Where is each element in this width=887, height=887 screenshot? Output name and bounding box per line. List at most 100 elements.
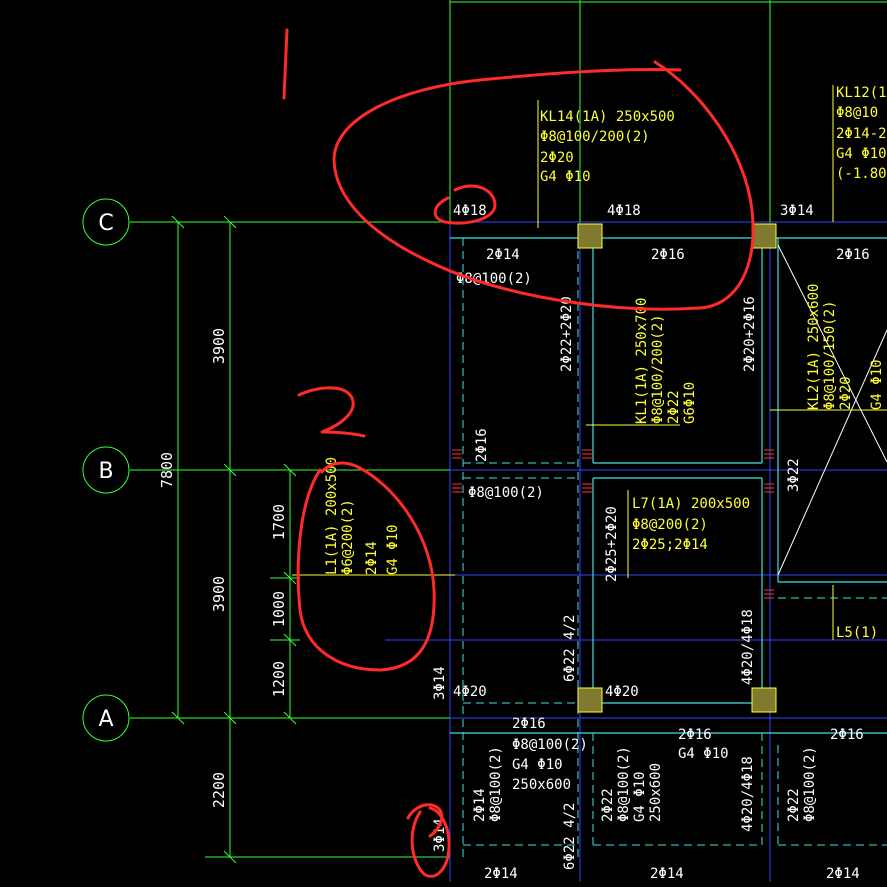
rebar-3f14-bottom: 3Φ14	[432, 818, 448, 852]
kl1-line-3: 2Φ22	[666, 390, 682, 424]
rebar-3f14-vertical: 3Φ14	[432, 666, 448, 700]
rebar-2f16-b: 2Φ16	[836, 247, 870, 263]
tick-bay-b	[223, 463, 237, 477]
rebar-2f16-d: 2Φ16	[678, 727, 712, 743]
rebar-3f14-top: 3Φ14	[780, 203, 814, 219]
tick-bay-bottom	[223, 850, 237, 864]
rebar-6f22: 6Φ22 4/2	[562, 615, 578, 682]
markup-ellipse-bottom	[410, 806, 451, 878]
rebar-v-g4f10: G4 Φ10	[632, 771, 648, 822]
markup-ellipse-top	[332, 60, 755, 311]
kl2-line-2: Φ8@100/150(2)	[822, 300, 838, 410]
rebar-f8-100-b: Φ8@100(2)	[468, 485, 544, 501]
axis-bubble-b	[82, 446, 130, 494]
rebar-v-f8-100-c: Φ8@100(2)	[802, 746, 818, 822]
red-markup	[282, 28, 755, 878]
beam-l7-label: L7(1A) 200x500 Φ8@200(2) 2Φ25;2Φ14	[632, 496, 750, 553]
kl1-line-2: Φ8@100/200(2)	[650, 314, 666, 424]
markup-number-3	[406, 803, 444, 838]
column-a2	[577, 687, 603, 713]
dim-bay-cb: 3900	[210, 328, 228, 364]
rebar-g4f10-a: G4 Φ10	[512, 757, 563, 773]
tick-seg-bottom	[283, 711, 297, 725]
kl14-line-1: KL14(1A) 250x500	[540, 109, 675, 125]
rebar-v-4f20-4f18: 4Φ20/4Φ18	[740, 756, 756, 832]
kl12-line-1: KL12(1)	[836, 85, 887, 101]
leader-lines	[292, 85, 887, 640]
axis-label-c: C	[98, 211, 113, 236]
column-c2	[577, 223, 603, 249]
rebar-2f25-2f20: 2Φ25+2Φ20	[604, 506, 620, 582]
rebar-v-2f22-a: 2Φ22	[600, 788, 616, 822]
kl1-line-4: G6Φ10	[682, 382, 698, 424]
rebar-v-f8-100-a: Φ8@100(2)	[488, 746, 504, 822]
rebar-3f22: 3Φ22	[786, 458, 802, 492]
void-diag-2	[777, 329, 887, 576]
kl12-line-3: 2Φ14-2	[836, 126, 887, 142]
kl2-line-4: G4 Φ10	[869, 359, 885, 410]
beam-kl2-label: KL2(1A) 250x600 Φ8@100/150(2) 2Φ20 G4 Φ1…	[806, 284, 885, 410]
rebar-2f16-a: 2Φ16	[651, 247, 685, 263]
rebar-2f14-d: 2Φ14	[826, 866, 860, 882]
kl14-line-3: 2Φ20	[540, 150, 574, 166]
tick-total-top	[171, 215, 185, 229]
kl14-line-4: G4 Φ10	[540, 169, 591, 185]
columns	[577, 223, 777, 713]
tick-seg-2	[283, 633, 297, 647]
dim-seg-1: 1700	[270, 504, 288, 540]
kl12-line-4: G4 Φ10	[836, 146, 887, 162]
l7-line-3: 2Φ25;2Φ14	[632, 537, 708, 553]
kl2-line-1: KL2(1A) 250x600	[806, 284, 822, 410]
kl14-line-2: Φ8@100/200(2)	[540, 129, 650, 145]
rebar-2f14-b: 2Φ14	[484, 866, 518, 882]
rebar-annotations: 4Φ18 4Φ18 3Φ14 2Φ14 2Φ16 2Φ16 Φ8@100(2) …	[432, 203, 870, 882]
l1-line-3: 2Φ14	[364, 541, 380, 575]
l7-line-2: Φ8@200(2)	[632, 517, 708, 533]
beam-kl1-label: KL1(1A) 250x700 Φ8@100/200(2) 2Φ22 G6Φ10	[634, 298, 698, 424]
tick-seg-1	[283, 571, 297, 585]
rebar-4f18-a: 4Φ18	[453, 203, 487, 219]
markup-ellipse-mid	[296, 461, 436, 672]
rebar-2f14-a: 2Φ14	[486, 247, 520, 263]
kl12-line-5: (-1.800)	[836, 166, 887, 182]
tick-seg-top	[283, 463, 297, 477]
rebar-4f20-4f18-a: 4Φ20/4Φ18	[740, 609, 756, 685]
tick-bay-a	[223, 711, 237, 725]
markup-small-circle	[433, 184, 497, 225]
dim-total: 7800	[158, 452, 176, 488]
rebar-v-2f22-b: 2Φ22	[786, 788, 802, 822]
axis-bubble-c	[82, 198, 130, 246]
void-diag-1	[777, 244, 887, 463]
beam-kl12-label: KL12(1) Φ8@10 2Φ14-2 G4 Φ10 (-1.800)	[836, 85, 887, 182]
markup-number-1	[282, 28, 289, 100]
l1-line-2: Φ6@200(2)	[340, 499, 356, 575]
rebar-2f16-vertical: 2Φ16	[474, 428, 490, 462]
void-cross	[777, 244, 887, 576]
column-c3	[751, 223, 777, 249]
l1-line-1: L1(1A) 200x500	[324, 457, 340, 575]
l7-line-1: L7(1A) 200x500	[632, 496, 750, 512]
markup-number-2	[297, 386, 366, 438]
rebar-4f20-b: 4Φ20	[605, 684, 639, 700]
dim-bay-ba: 3900	[210, 576, 228, 612]
tick-total-bottom	[171, 711, 185, 725]
kl2-line-3: 2Φ20	[838, 376, 854, 410]
dim-seg-2: 1000	[270, 591, 288, 627]
rebar-f8-100-a: Φ8@100(2)	[456, 271, 532, 287]
rebar-2f20-2f16: 2Φ20+2Φ16	[742, 296, 758, 372]
kl1-line-1: KL1(1A) 250x700	[634, 298, 650, 424]
rebar-4f18-b: 4Φ18	[607, 203, 641, 219]
stirrup-ticks	[452, 449, 774, 599]
column-a3	[751, 687, 777, 713]
rebar-v-6f22: 6Φ22 4/2	[562, 803, 578, 870]
rebar-2f16-c: 2Φ16	[512, 716, 546, 732]
dim-seg-3: 1200	[270, 661, 288, 697]
rebar-2f16-e: 2Φ16	[830, 727, 864, 743]
beam-dashed-lines	[462, 238, 887, 857]
rebar-2f22-2f20: 2Φ22+2Φ20	[559, 296, 575, 372]
dim-bottom: 2200	[210, 772, 228, 808]
beam-l1-label: L1(1A) 200x500 Φ6@200(2) 2Φ14 G4 Φ10	[324, 457, 401, 575]
rebar-4f20-a: 4Φ20	[453, 684, 487, 700]
